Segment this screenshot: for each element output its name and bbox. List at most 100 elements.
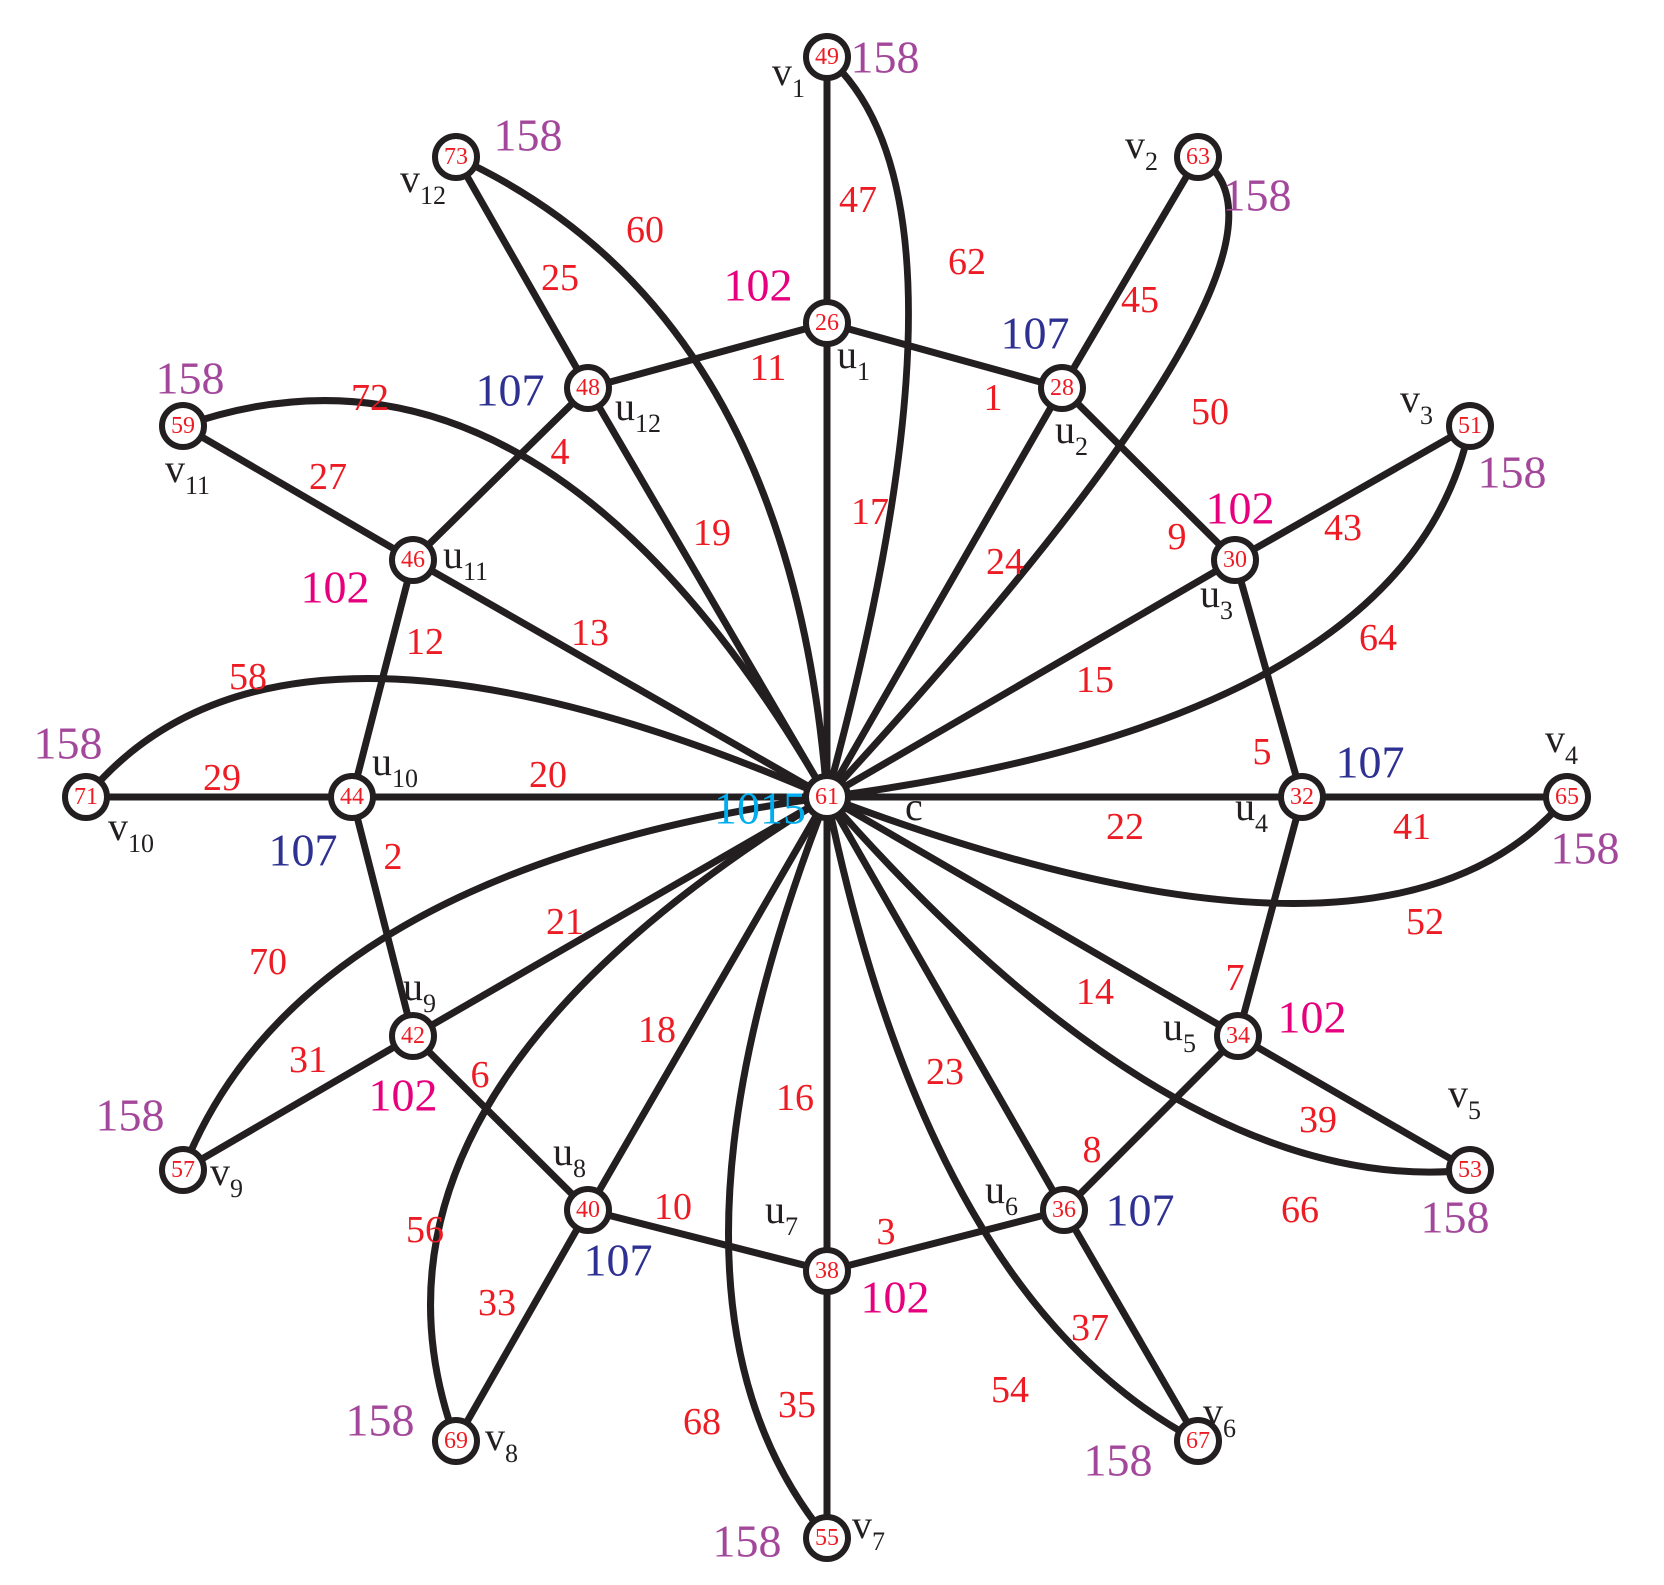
vertex-v3: 51 (1446, 402, 1494, 450)
vertices-layer: 6126283032343638404244464849635165536755… (62, 33, 1591, 1562)
vertex-u6: 36 (1040, 1186, 1088, 1234)
edge-label-u2-v2: 45 (1121, 279, 1159, 321)
vertex-v12: 73 (432, 133, 480, 181)
vertex-name-base-v8: v (485, 1414, 505, 1459)
vertex-label-v1: 49 (815, 44, 839, 70)
edge-label-c-u3: 15 (1076, 659, 1114, 701)
edge-c-v8 (427, 793, 831, 1445)
vertex-name-base-u7: u (765, 1187, 785, 1232)
edge-label-c-u2: 24 (986, 541, 1024, 583)
vertex-name-v9: v9 (210, 1149, 243, 1203)
vertex-name-base-v4: v (1545, 716, 1565, 761)
vertex-name-v1: v1 (772, 49, 805, 103)
vertex-name-u11: u11 (443, 532, 488, 586)
edge-label-u12-u1: 11 (750, 347, 787, 389)
vertex-circle-u7 (803, 1247, 851, 1295)
edge-label-c-u10: 20 (529, 754, 567, 796)
vertex-sum-u9: 102 (369, 1070, 438, 1121)
edge-label-c-v6: 54 (991, 1369, 1029, 1411)
vertex-name-base-u11: u (443, 532, 463, 577)
edge-label-u3-v3: 43 (1324, 507, 1362, 549)
vertex-label-v2: 63 (1186, 144, 1210, 170)
vertex-label-v11: 59 (171, 413, 195, 439)
edge-c-u8 (584, 793, 831, 1214)
edge-label-u6-v6: 37 (1071, 1307, 1109, 1349)
vertex-name-base-u3: u (1200, 571, 1220, 616)
vertex-circle-v6 (1174, 1417, 1222, 1465)
vertex-name-sub-u9: 9 (423, 989, 436, 1018)
vertex-name-base-u4: u (1235, 784, 1255, 829)
vertex-name-base-u2: u (1055, 407, 1075, 452)
vertex-label-u5: 34 (1226, 1023, 1250, 1049)
edge-c-v1 (823, 53, 912, 801)
vertex-name-sub-u1: 1 (857, 357, 870, 386)
edge-label-c-v11: 72 (351, 377, 389, 419)
vertex-u9: 42 (389, 1012, 437, 1060)
edge-u9-v9 (179, 1032, 417, 1174)
vertex-label-u4: 32 (1290, 784, 1314, 810)
vertex-circle-u6 (1040, 1186, 1088, 1234)
vertex-name-base-u1: u (837, 332, 857, 377)
vertex-name-u12: u12 (615, 384, 661, 438)
edge-label-c-u6: 23 (926, 1051, 964, 1093)
vertex-sum-v4: 158 (1551, 823, 1620, 874)
vertex-name-sub-v11: 11 (185, 471, 210, 500)
vertex-name-u7: u7 (765, 1187, 798, 1241)
vertex-name-sub-v7: 7 (872, 1527, 885, 1556)
vertex-name-sub-u12: 12 (635, 409, 661, 438)
edge-u9-u10 (348, 793, 417, 1040)
vertex-circle-v12 (432, 133, 480, 181)
vertex-name-u5: u5 (1163, 1004, 1196, 1058)
vertex-name-base-v1: v (772, 49, 792, 94)
vertex-u7: 38 (803, 1247, 851, 1295)
vertex-sum-u4: 107 (1336, 737, 1405, 788)
edge-label-u11-u12: 4 (551, 431, 570, 473)
edge-u6-v6 (1060, 1206, 1202, 1445)
vertex-sum-v11: 158 (156, 353, 225, 404)
vertex-name-v3: v3 (1400, 376, 1433, 430)
vertex-name-u3: u3 (1200, 571, 1233, 625)
vertex-name-sub-v9: 9 (230, 1174, 243, 1203)
edge-label-u7-u8: 10 (654, 1186, 692, 1228)
vertex-label-u9: 42 (401, 1023, 425, 1049)
edge-label-c-u4: 22 (1106, 806, 1144, 848)
vertex-name-base-v6: v (1203, 1389, 1223, 1434)
vertex-v5: 53 (1446, 1146, 1494, 1194)
vertex-sum-u12: 107 (476, 365, 545, 416)
edge-u5-u6 (1060, 1032, 1242, 1214)
vertex-sum-v10: 158 (34, 718, 103, 769)
vertex-name-sub-v12: 12 (420, 181, 446, 210)
edge-u4-u5 (1234, 793, 1306, 1040)
vertex-sum-v2: 158 (1223, 170, 1292, 221)
edge-label-c-u8: 18 (638, 1009, 676, 1051)
vertex-circle-v1 (803, 33, 851, 81)
edge-label-u12-v12: 25 (541, 257, 579, 299)
vertex-name-sub-u2: 2 (1075, 432, 1088, 461)
edge-label-u5-u6: 8 (1083, 1129, 1102, 1171)
edge-c-v6 (823, 793, 1202, 1445)
vertex-circle-v7 (803, 1514, 851, 1562)
vertex-sum-u7: 102 (861, 1272, 930, 1323)
vertex-name-sub-v5: 5 (1468, 1096, 1481, 1125)
vertex-label-u7: 38 (815, 1258, 839, 1284)
edge-label-c-v10: 58 (229, 656, 267, 698)
vertex-name-base-v11: v (165, 446, 185, 491)
edge-label-c-v7: 68 (683, 1401, 721, 1443)
vertex-circle-u4 (1278, 773, 1326, 821)
vertex-name-u8: u8 (553, 1129, 586, 1183)
edge-label-c-v3: 64 (1359, 617, 1397, 659)
edge-label-u3-u4: 5 (1253, 731, 1272, 773)
vertex-circle-u8 (564, 1186, 612, 1234)
edge-c-v11 (179, 397, 831, 801)
vertex-v2: 63 (1174, 133, 1222, 181)
vertex-name-u6: u6 (985, 1167, 1018, 1221)
edge-u11-u12 (409, 384, 592, 564)
vertex-name-sub-v1: 1 (792, 74, 805, 103)
vertex-u8: 40 (564, 1186, 612, 1234)
edge-c-v12 (452, 153, 831, 801)
vertex-name-sub-v10: 10 (128, 829, 154, 858)
vertex-label-u6: 36 (1052, 1197, 1076, 1223)
vertex-name-base-u12: u (615, 384, 635, 429)
edge-label-u1-v1: 47 (839, 179, 877, 221)
edge-c-v4 (823, 793, 1571, 907)
